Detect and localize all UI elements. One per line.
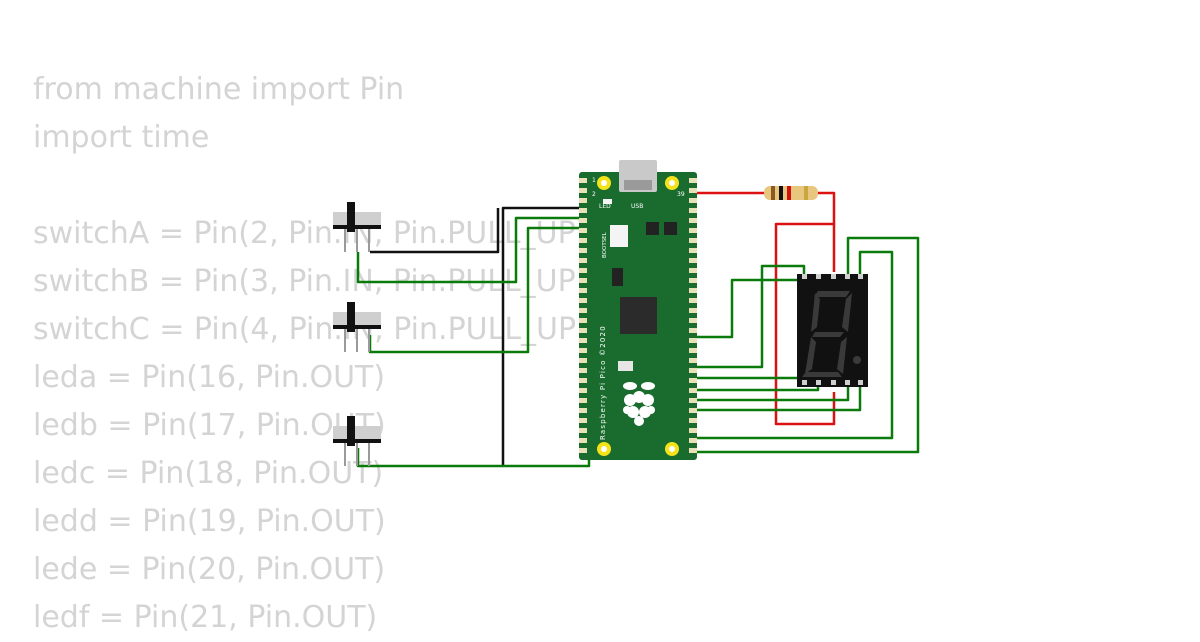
wire-seg-c[interactable] bbox=[688, 376, 806, 385]
wire-gnd-switch-a[interactable] bbox=[370, 208, 500, 254]
display-top-pins bbox=[802, 274, 863, 279]
code-line: switchA = Pin(2, Pin.IN, Pin.PULL_UP) bbox=[33, 216, 588, 251]
segment-f bbox=[811, 293, 820, 332]
pico-left-pins bbox=[579, 178, 587, 453]
wire-common-anode[interactable] bbox=[774, 222, 836, 426]
wire-seg-e[interactable] bbox=[688, 385, 850, 402]
code-line: from machine import Pin bbox=[33, 72, 405, 107]
wire-switch-b[interactable] bbox=[368, 226, 589, 354]
wire-switch-a[interactable] bbox=[356, 216, 589, 284]
wire-seg-dp[interactable] bbox=[688, 236, 920, 454]
code-line: ledc = Pin(18, Pin.OUT) bbox=[33, 456, 384, 491]
wire-seg-b[interactable] bbox=[688, 264, 806, 369]
segment-a bbox=[814, 291, 850, 297]
pico-chip bbox=[664, 222, 677, 235]
segment-dp bbox=[853, 356, 861, 364]
slide-switch-c[interactable] bbox=[333, 416, 381, 466]
code-editor-text: from machine import Pin import time switch… bbox=[33, 66, 588, 642]
raspberry-logo-icon bbox=[623, 382, 655, 426]
led-label: LED bbox=[599, 203, 611, 210]
wire-resistor-out[interactable] bbox=[818, 191, 836, 272]
resistor[interactable] bbox=[764, 186, 818, 200]
segment-b bbox=[842, 293, 852, 332]
switch-body bbox=[333, 312, 381, 325]
display-segments bbox=[802, 291, 861, 377]
pico-right-pins bbox=[689, 178, 697, 453]
segment-e bbox=[805, 337, 816, 374]
seven-segment-display[interactable] bbox=[797, 274, 868, 387]
switch-handle[interactable] bbox=[347, 416, 355, 446]
display-bottom-pins bbox=[802, 380, 863, 385]
pico-component bbox=[618, 361, 633, 371]
bootsel-label: BOOTSEL bbox=[602, 231, 608, 258]
wire-switch-c[interactable] bbox=[356, 448, 591, 468]
wire-seg-f[interactable] bbox=[688, 385, 862, 412]
wire-gnd[interactable] bbox=[501, 206, 589, 466]
slide-switch-a[interactable] bbox=[333, 202, 381, 252]
code-line: switchC = Pin(4, Pin.IN, Pin.PULL_UP) bbox=[33, 312, 588, 347]
wire-seg-g[interactable] bbox=[688, 250, 894, 440]
switch-handle[interactable] bbox=[347, 302, 355, 332]
switch-handle[interactable] bbox=[347, 202, 355, 232]
pico-chip bbox=[612, 268, 623, 286]
wires bbox=[356, 191, 920, 468]
code-line: leda = Pin(16, Pin.OUT) bbox=[33, 360, 386, 395]
raspberry-pi-pico[interactable]: 1 2 39 LED USB BOOTSEL Raspberry Pi Pico… bbox=[579, 160, 697, 460]
onboard-led bbox=[603, 199, 612, 204]
switch-body bbox=[333, 426, 381, 439]
pin-label-39: 39 bbox=[677, 191, 685, 198]
code-line: import time bbox=[33, 120, 210, 155]
bootsel-button[interactable] bbox=[610, 225, 628, 247]
slide-switch-b[interactable] bbox=[333, 302, 381, 352]
pico-chip bbox=[646, 222, 659, 235]
rp2040-chip bbox=[620, 297, 657, 334]
code-line: ledb = Pin(17, Pin.OUT) bbox=[33, 408, 386, 443]
pin-label-2: 2 bbox=[592, 191, 596, 198]
segment-g bbox=[812, 332, 844, 337]
switch-body bbox=[333, 212, 381, 225]
pico-silkscreen: Raspberry Pi Pico ©2020 bbox=[599, 325, 607, 440]
segment-d bbox=[802, 372, 842, 377]
code-line: ledf = Pin(21, Pin.OUT) bbox=[33, 600, 378, 635]
usb-label: USB bbox=[631, 203, 643, 210]
segment-c bbox=[837, 337, 847, 374]
code-line: ledd = Pin(19, Pin.OUT) bbox=[33, 504, 386, 539]
code-line: lede = Pin(20, Pin.OUT) bbox=[33, 552, 386, 587]
code-line: switchB = Pin(3, Pin.IN, Pin.PULL_UP) bbox=[33, 264, 588, 299]
pin-label-1: 1 bbox=[592, 177, 596, 184]
